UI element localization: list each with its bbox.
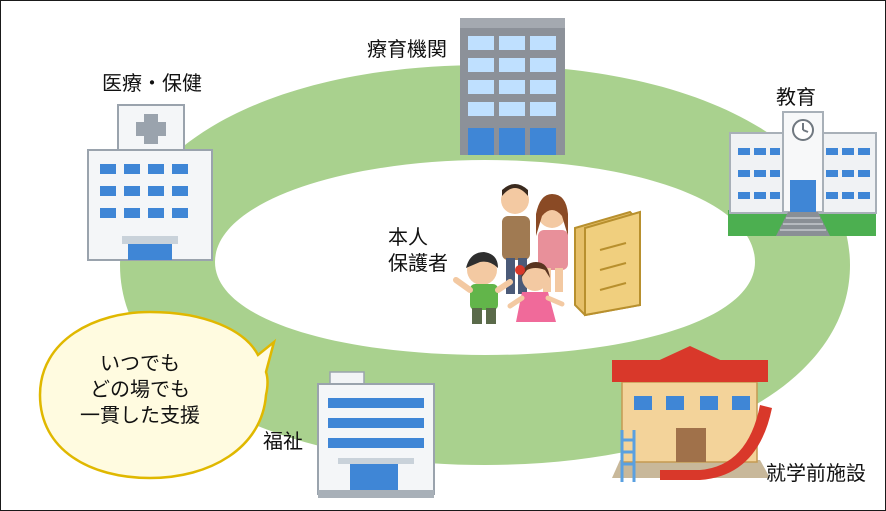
label-medical: 医療・保健	[102, 71, 202, 95]
school-icon	[728, 111, 877, 236]
label-preschool: 就学前施設	[766, 461, 866, 485]
hospital-icon	[87, 104, 213, 261]
bubble-line-1: いつでも	[100, 351, 180, 375]
bubble-line-3: 一貫した支援	[80, 403, 200, 427]
family-icon	[453, 184, 568, 324]
center-label: 本人 保護者	[388, 224, 448, 276]
file-folder-icon	[574, 210, 641, 317]
welfare-building-icon	[317, 371, 435, 498]
label-welfare: 福祉	[263, 429, 303, 453]
bubble-line-2: どの場でも	[90, 377, 190, 401]
therapy-building-icon	[460, 18, 565, 155]
center-line-2: 保護者	[388, 251, 448, 275]
label-education: 教育	[776, 85, 816, 109]
bubble-text: いつでも どの場でも 一貫した支援	[55, 350, 225, 428]
speech-bubble	[38, 310, 277, 480]
label-therapy: 療育機関	[367, 37, 447, 61]
center-line-1: 本人	[388, 225, 428, 249]
kindergarten-icon	[612, 346, 772, 482]
